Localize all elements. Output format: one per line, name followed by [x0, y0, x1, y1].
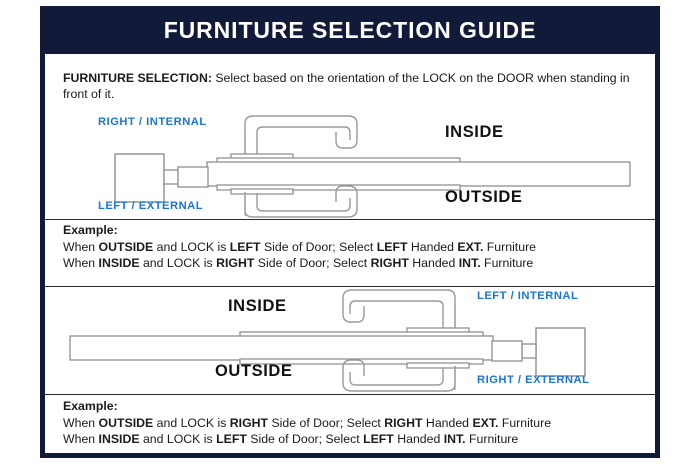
ex1-l2-p5: Furniture	[480, 256, 534, 270]
diagram-lock-right-inside-label: INSIDE	[228, 297, 287, 315]
example-1-line-2: When INSIDE and LOCK is RIGHT Side of Do…	[63, 255, 648, 272]
ex2-l2-p4: Handed	[393, 432, 444, 446]
ex1-l2-p3: Side of Door; Select	[254, 256, 371, 270]
ex2-l2-b2: LEFT	[216, 432, 247, 446]
divider-top	[45, 219, 655, 220]
ex1-l2-b3: RIGHT	[370, 256, 409, 270]
ex2-l1-p2: and LOCK is	[153, 415, 230, 430]
ex2-l1-p4: Handed	[422, 415, 473, 430]
door-lock-svg-left	[114, 115, 631, 218]
ex2-l1-b1: OUTSIDE	[98, 415, 154, 430]
diagram-lock-left-bottom-label: LEFT / EXTERNAL	[98, 200, 204, 212]
ex2-l2-p1: When	[63, 432, 99, 446]
page-title: FURNITURE SELECTION GUIDE	[163, 16, 537, 43]
divider-middle	[45, 286, 655, 287]
guide-card: FURNITURE SELECTION: Select based on the…	[45, 54, 655, 453]
ex2-l2-p2: and LOCK is	[139, 432, 217, 446]
diagram-lock-right-bottom-label: RIGHT / EXTERNAL	[477, 374, 590, 386]
ex2-l1-b4: EXT.	[472, 415, 499, 430]
example-2-line-2: When INSIDE and LOCK is LEFT Side of Doo…	[63, 431, 648, 448]
ex1-l2-b1: INSIDE	[98, 256, 140, 270]
example-2-heading: Example:	[63, 399, 118, 413]
ex1-l1-b2: LEFT	[229, 239, 261, 254]
diagram-lock-left-inside-label: INSIDE	[445, 123, 504, 141]
ex2-l2-b4: INT.	[443, 432, 466, 446]
ex2-l1-p1: When	[63, 415, 99, 430]
example-2-line-1: When OUTSIDE and LOCK is RIGHT Side of D…	[63, 415, 648, 432]
example-block-1: Example: When OUTSIDE and LOCK is LEFT S…	[63, 222, 648, 272]
example-1-heading: Example:	[63, 223, 118, 237]
guide-frame: FURNITURE SELECTION GUIDE FURNITURE SELE…	[40, 6, 660, 458]
ex2-l1-b2: RIGHT	[229, 415, 269, 430]
ex1-l2-b4: INT.	[458, 256, 481, 270]
diagram-lock-right: LEFT / INTERNAL RIGHT / EXTERNAL INSIDE …	[45, 284, 655, 394]
diagram-lock-right-graphic	[45, 284, 655, 394]
ex1-l1-b1: OUTSIDE	[98, 239, 154, 254]
ex2-l2-p5: Furniture	[465, 432, 519, 446]
ex2-l1-p3: Side of Door; Select	[268, 415, 385, 430]
ex2-l1-b3: RIGHT	[384, 415, 423, 430]
ex1-l1-p2: and LOCK is	[153, 239, 230, 254]
intro-lead: FURNITURE SELECTION:	[63, 71, 212, 85]
diagram-lock-left: RIGHT / INTERNAL LEFT / EXTERNAL INSIDE …	[45, 110, 655, 220]
intro-body: Select based on the orientation of the L…	[63, 71, 630, 101]
ex1-l1-p4: Handed	[407, 239, 458, 254]
diagram-lock-left-top-label: RIGHT / INTERNAL	[98, 116, 207, 128]
ex2-l2-b3: LEFT	[363, 432, 394, 446]
ex1-l1-b4: EXT.	[457, 239, 484, 254]
diagram-lock-right-top-label: LEFT / INTERNAL	[477, 290, 579, 302]
ex1-l2-p1: When	[63, 256, 99, 270]
divider-bottom	[45, 394, 655, 395]
intro-text: FURNITURE SELECTION: Select based on the…	[63, 70, 643, 102]
door-lock-svg-right	[69, 289, 586, 392]
example-1-line-1: When OUTSIDE and LOCK is LEFT Side of Do…	[63, 239, 648, 256]
ex1-l2-p4: Handed	[408, 256, 459, 270]
diagram-lock-left-graphic	[45, 110, 655, 220]
ex1-l2-b2: RIGHT	[216, 256, 255, 270]
ex2-l2-p3: Side of Door; Select	[246, 432, 364, 446]
ex1-l1-p1: When	[63, 239, 99, 254]
ex1-l1-p3: Side of Door; Select	[260, 239, 377, 254]
ex2-l2-b1: INSIDE	[98, 432, 140, 446]
diagram-lock-right-outside-label: OUTSIDE	[215, 362, 293, 380]
ex2-l1-p5: Furniture	[498, 415, 552, 430]
ex1-l1-b3: LEFT	[376, 239, 408, 254]
title-bar: FURNITURE SELECTION GUIDE	[40, 6, 660, 54]
ex1-l1-p5: Furniture	[483, 239, 536, 254]
ex1-l2-p2: and LOCK is	[139, 256, 217, 270]
diagram-lock-left-outside-label: OUTSIDE	[445, 188, 523, 206]
example-block-2: Example: When OUTSIDE and LOCK is RIGHT …	[63, 398, 648, 448]
